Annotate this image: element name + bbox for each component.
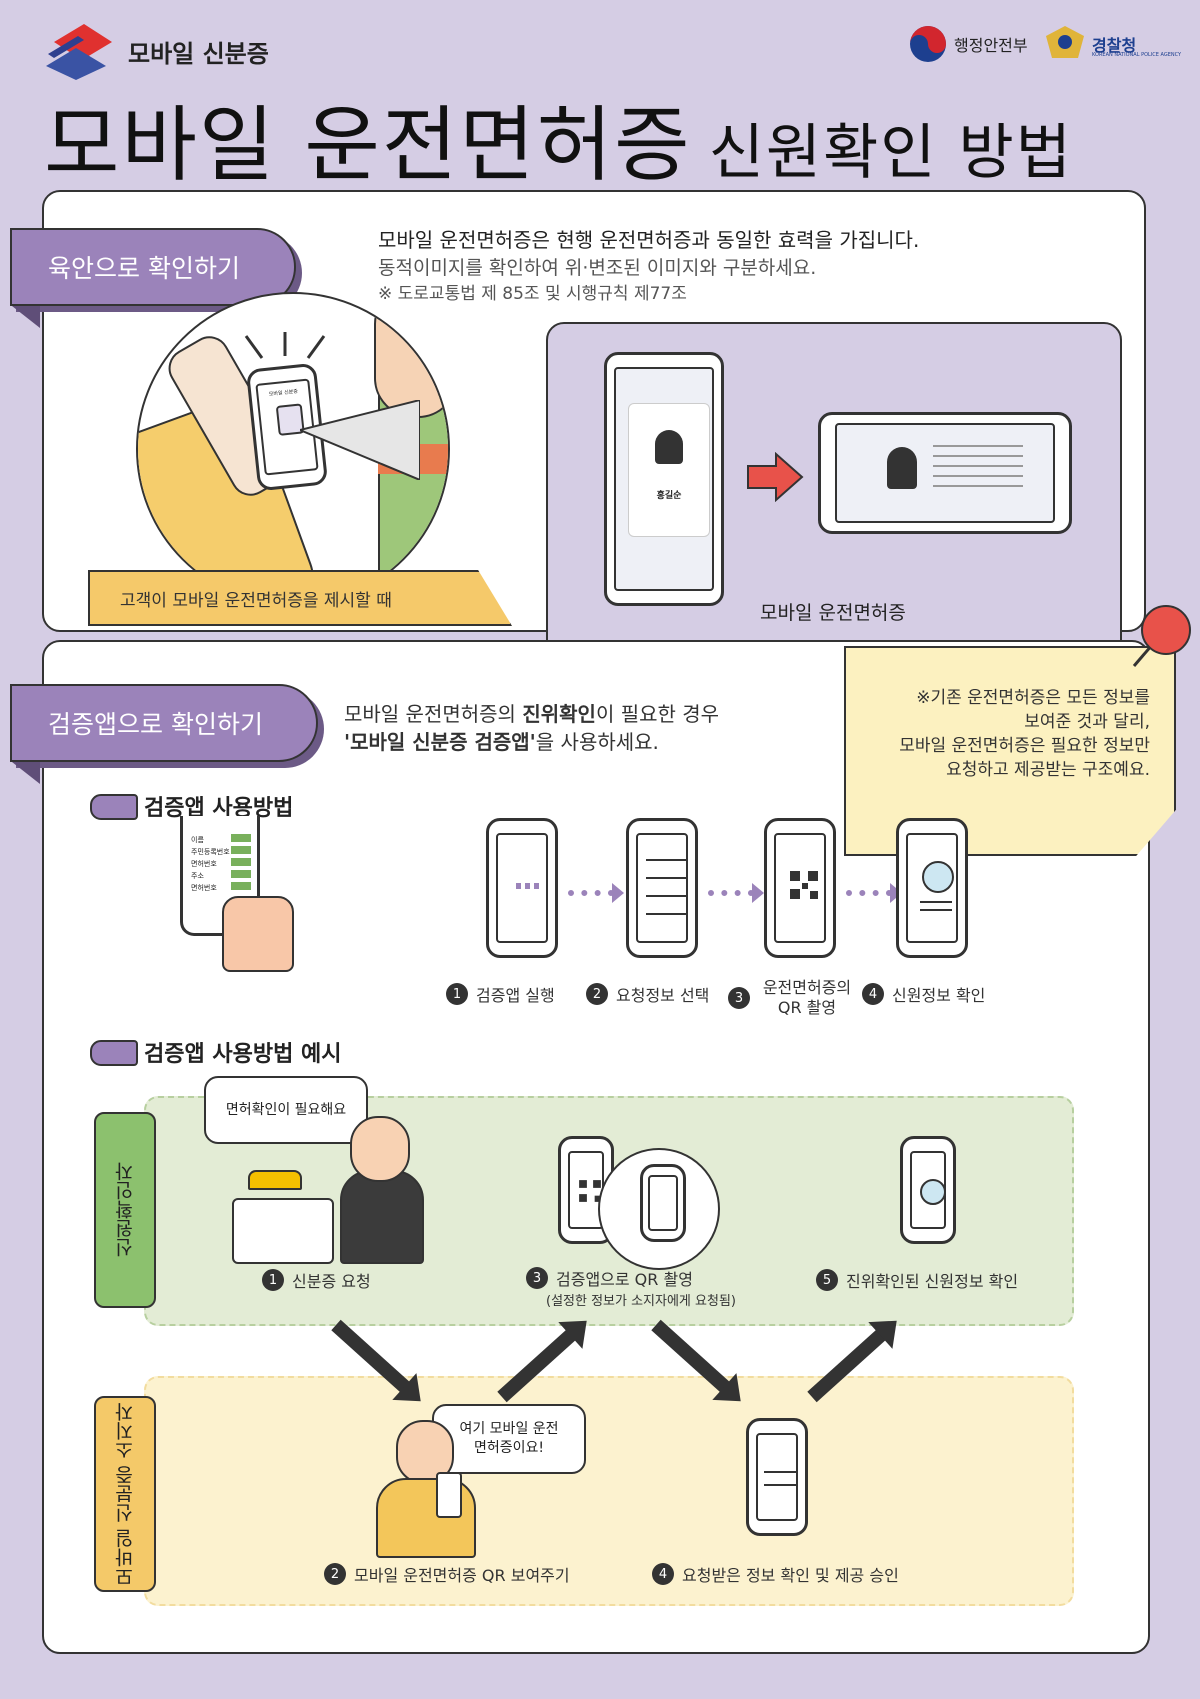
note-line1: ※기존 운전면허증은 모든 정보를 (916, 688, 1150, 708)
approve-phone (746, 1418, 808, 1536)
brand-name: 모바일 신분증 (128, 40, 269, 68)
step-arrow-2 (708, 883, 764, 903)
verifier-speech-bubble: 면허확인이 필요해요 (204, 1076, 368, 1144)
license-photo (655, 430, 683, 464)
step2-phone (626, 818, 698, 958)
ministry-name: 행정안전부 (954, 36, 1028, 55)
note-line4: 요청하고 제공받는 구조예요. (946, 760, 1150, 780)
request-options-list: 이름 주민등록번호 면허번호 주소 면허번호 (191, 836, 230, 892)
pointing-hand-icon (90, 1040, 138, 1066)
customer-caption: 고객이 모바일 운전면허증을 제시할 때 (120, 590, 392, 611)
tab-fold (12, 762, 40, 784)
laptop-shape (232, 1198, 334, 1264)
mini-app-title: 모바일 신분증 (268, 388, 299, 398)
identity-avatar-icon (920, 1179, 946, 1205)
tab-label: 검증앱으로 확인하기 (48, 710, 263, 739)
title-sub: 신원확인 방법 (708, 118, 1073, 188)
holder-lane (144, 1376, 1074, 1606)
license-info-lines (933, 445, 1023, 495)
tab-visual-check: 육안으로 확인하기 (10, 228, 296, 306)
police-name: 경찰청 (1092, 36, 1137, 55)
customer-caption-bar: 고객이 모바일 운전면허증을 제시할 때 (88, 570, 512, 626)
note-line2: 보여준 것과 달리, (1024, 712, 1150, 732)
info-note: ※기존 운전면허증은 모든 정보를 보여준 것과 달리, 모바일 운전면허증은 … (844, 646, 1176, 856)
brand-logo-icon (46, 24, 112, 80)
license-card: 홍길순 (628, 403, 710, 537)
step3-phone (764, 818, 836, 958)
pointing-hand-icon (90, 794, 138, 820)
zoom-phone (640, 1164, 686, 1242)
ministry-emblem-icon (910, 26, 946, 62)
verifier-lane-tag: 신원확인자 (94, 1112, 156, 1308)
title-main: 모바일 운전면허증 (44, 98, 692, 193)
step-arrow-3 (846, 883, 902, 903)
section1-statement: 모바일 운전면허증은 현행 운전면허증과 동일한 효력을 가집니다. (378, 228, 920, 252)
license-photo-landscape (887, 447, 917, 489)
holder-qr-phone (436, 1472, 462, 1518)
approve-checklist-icon (764, 1471, 798, 1497)
section1-law-note: ※ 도로교통법 제 85조 및 시행규칙 제77조 (378, 284, 687, 304)
arrow-right-icon (747, 452, 804, 502)
loading-dots-icon (516, 883, 540, 889)
verified-phone (900, 1136, 956, 1244)
attention-lines-icon (244, 332, 326, 359)
qr-code-icon (790, 871, 818, 899)
staff-head-shape (374, 294, 448, 418)
tab-fold (12, 306, 40, 328)
license-holder-name: 홍길순 (656, 491, 682, 501)
step1-phone (486, 818, 558, 958)
example-title: 검증앱 사용방법 예시 (144, 1042, 342, 1067)
identity-info-lines (920, 901, 952, 915)
identity-avatar-icon (922, 861, 954, 893)
police-name-en: KOREAN NATIONAL POLICE AGENCY (1092, 52, 1182, 58)
holder-lane-tag: 모바일 신분증 소지자 (94, 1396, 156, 1592)
police-emblem-icon (1046, 26, 1084, 58)
ex-step3-note: (설정한 정보가 소지자에게 요청됨) (546, 1294, 736, 1309)
sight-line (300, 400, 420, 480)
step4-phone (896, 818, 968, 958)
taxi-icon (248, 1170, 302, 1190)
section2-line1: 모바일 운전면허증의 진위확인이 필요한 경우 (344, 702, 720, 726)
qr-code-icon (579, 1180, 601, 1202)
tab-app-check: 검증앱으로 확인하기 (10, 684, 318, 762)
license-phone-landscape (818, 412, 1072, 534)
section1-instruction: 동적이미지를 확인하여 위·변조된 이미지와 구분하세요. (378, 257, 817, 279)
license-phone-caption: 모바일 운전면허증 (760, 602, 906, 624)
section2-line2: '모바일 신분증 검증앱'을 사용하세요. (344, 730, 659, 754)
verifier-person-shape (340, 1170, 424, 1264)
page-title: 모바일 운전면허증 신원확인 방법 (44, 78, 1073, 197)
step-arrow-1 (568, 883, 624, 903)
verifier-head-shape (350, 1116, 410, 1182)
holder-speech-bubble: 여기 모바일 운전면허증이요! (432, 1404, 586, 1474)
tap-finger-shape (222, 896, 294, 972)
note-line3: 모바일 운전면허증은 필요한 정보만 (899, 736, 1150, 756)
pin-icon (1132, 605, 1191, 667)
license-phone-portrait: 홍길순 (604, 352, 724, 606)
toggle-icons (231, 834, 251, 892)
tab-label: 육안으로 확인하기 (48, 254, 240, 283)
checklist-icon (646, 859, 686, 915)
